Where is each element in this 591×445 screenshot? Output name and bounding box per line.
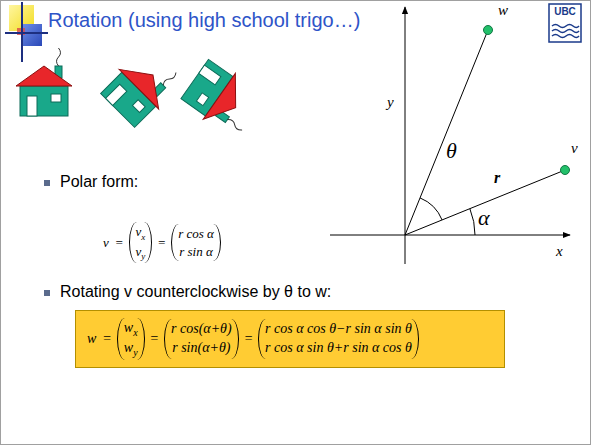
subscript: y	[141, 251, 145, 261]
bullet	[44, 290, 50, 296]
formula-term: w	[87, 331, 96, 347]
matrix-entry: w	[124, 320, 133, 335]
formula-term: =	[115, 235, 124, 251]
ubc-logo	[549, 4, 581, 42]
logo-text: UBC	[549, 7, 581, 17]
house-rotated	[179, 56, 267, 141]
formula-term: =	[102, 331, 111, 347]
point-label: v	[571, 141, 578, 156]
matrix-entry: r cos α cos θ−r sin α sin θ	[265, 321, 412, 336]
matrix: r cos α r sin α	[171, 224, 221, 261]
subscript: x	[133, 327, 137, 338]
axis-label: y	[387, 95, 394, 110]
corner-decoration	[5, 2, 48, 62]
bullet	[44, 180, 50, 186]
bullet-text: Polar form:	[60, 174, 138, 190]
matrix-entry: r cos(α+θ)	[171, 321, 232, 336]
vector-label: r	[494, 170, 500, 186]
matrix-entry: r sin(α+θ)	[172, 340, 230, 355]
matrix: r cos α cos θ−r sin α sin θ r cos α sin θ…	[258, 319, 419, 359]
matrix: wxwy	[117, 318, 145, 361]
matrix-entry: r sin α	[179, 244, 213, 259]
house-rotated	[98, 43, 186, 131]
angle-label: α	[478, 207, 490, 229]
subscript: x	[141, 232, 145, 242]
formula-term: v	[103, 235, 109, 251]
formula-term: =	[244, 331, 253, 347]
matrix-entry: v	[136, 244, 142, 259]
polar-formula: v=vxvy=r cos αr sin α	[100, 222, 223, 263]
formula-row: v=vxvy=r cos αr sin α	[100, 222, 223, 263]
formula-term: =	[150, 331, 159, 347]
formula-box: w=wxwy=r cos(α+θ)r sin(α+θ)=r cos α cos …	[75, 310, 505, 368]
axes	[330, 7, 570, 264]
formula-term: =	[157, 235, 166, 251]
slide-title: Rotation (using high school trigo…)	[48, 9, 360, 31]
matrix: r cos(α+θ) r sin(α+θ)	[164, 319, 239, 359]
subscript: y	[133, 347, 137, 358]
angle-label: θ	[446, 140, 457, 162]
bullet-text: Rotating v counterclockwise by θ to w:	[60, 284, 331, 300]
matrix: vxvy	[129, 222, 153, 263]
house-upright	[16, 48, 72, 116]
matrix-entry: r cos α	[178, 226, 214, 241]
formula-row: w=wxwy=r cos(α+θ)r sin(α+θ)=r cos α cos …	[84, 318, 421, 361]
matrix-entry: w	[124, 340, 133, 355]
matrix-entry: v	[136, 224, 142, 239]
vectors	[405, 26, 570, 236]
axis-label: x	[556, 244, 563, 259]
point-label: w	[498, 3, 508, 18]
matrix-entry: r cos α sin θ+r sin α cos θ	[265, 340, 412, 355]
